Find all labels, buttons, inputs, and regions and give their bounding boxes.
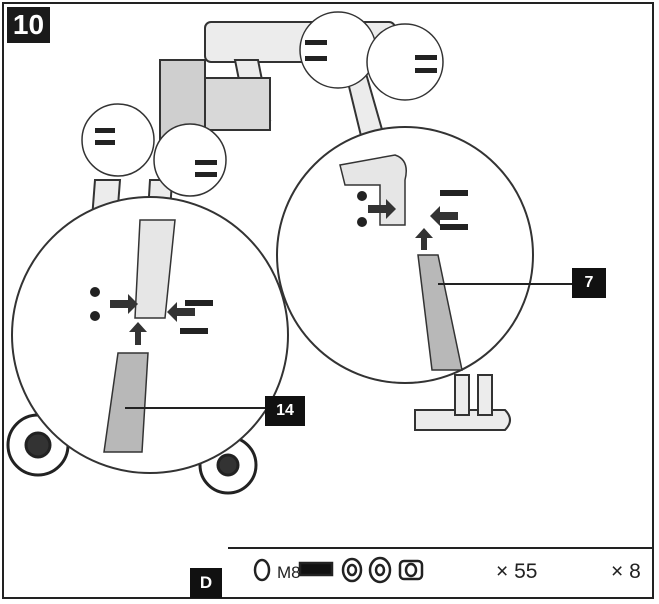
callout-part-14: 14	[265, 396, 305, 426]
base-post-1	[454, 374, 470, 416]
detail-circle-right	[276, 126, 572, 384]
hardware-parts	[253, 556, 424, 584]
detail-circle-1	[81, 103, 155, 177]
bolt-size-label: M8	[277, 563, 301, 582]
callout-part-7: 7	[572, 268, 606, 298]
step-number-badge: 10	[7, 7, 50, 43]
detail-circle-4	[366, 23, 444, 101]
engine-block	[199, 77, 271, 131]
lower-tube-right	[417, 254, 463, 371]
detail-circle-2	[153, 123, 227, 197]
detail-circles-top	[81, 11, 444, 197]
detail-circle-3	[299, 11, 377, 89]
mini-bolts	[95, 40, 437, 177]
base-post-2	[477, 374, 493, 416]
lower-tube-left	[103, 352, 149, 453]
page-frame	[2, 2, 654, 599]
detail-circle-left	[11, 196, 289, 474]
parts-group-letter: D	[190, 568, 222, 598]
upper-tube-left	[134, 219, 176, 319]
quantity-nuts: × 55	[496, 560, 538, 583]
quantity-bolts: × 8	[611, 560, 641, 583]
